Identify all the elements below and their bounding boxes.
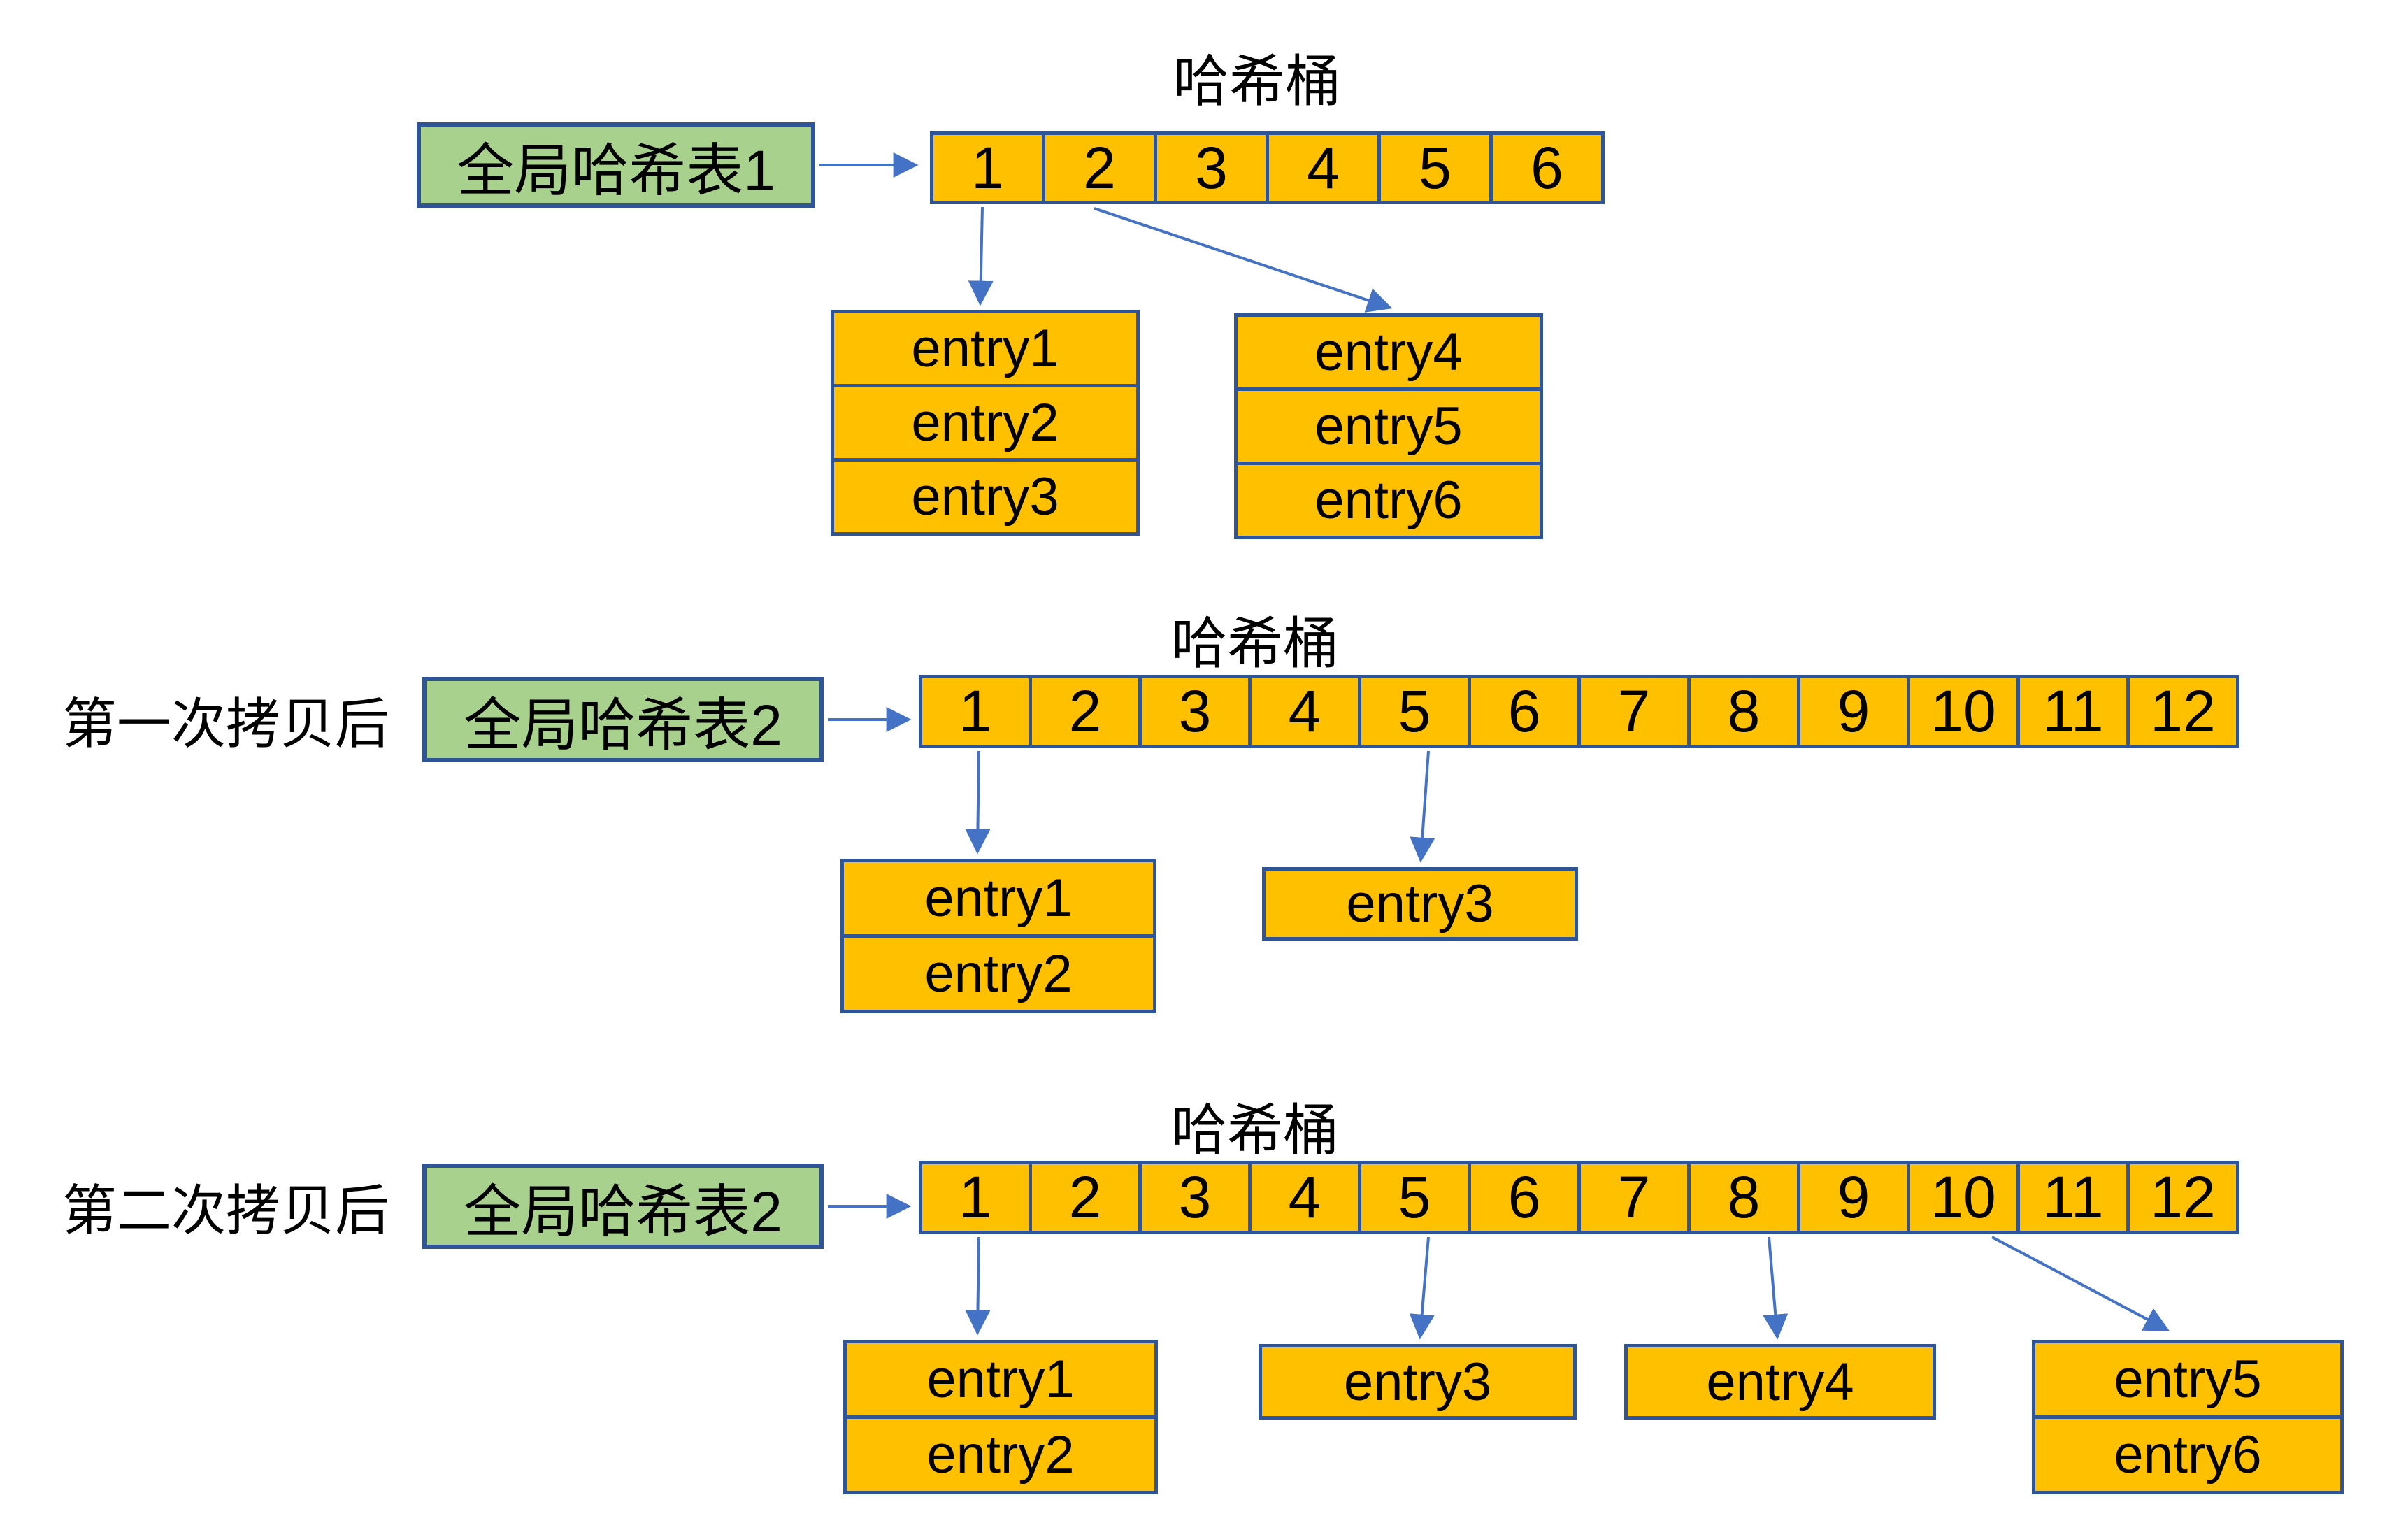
- global-table-box: 全局哈希表2: [422, 677, 824, 762]
- pointer-arrow: [965, 1236, 991, 1336]
- bucket-cell: 10: [1907, 675, 2020, 748]
- bucket-row-title: 哈希桶: [1173, 50, 1341, 113]
- entry-cell: entry6: [2032, 1415, 2344, 1494]
- entry-cell: entry4: [1234, 313, 1543, 391]
- bucket-cell: 9: [1797, 675, 1910, 748]
- bucket-cell: 8: [1687, 1161, 1800, 1234]
- bucket-cell: 6: [1468, 1161, 1581, 1234]
- entry-cell: entry4: [1624, 1344, 1936, 1420]
- copy-step-label: 第一次拷贝后: [62, 693, 390, 755]
- bucket-cell: 3: [1138, 675, 1252, 748]
- entry-cell: entry3: [831, 458, 1140, 536]
- bucket-cell: 2: [1042, 131, 1157, 204]
- bucket-cell: 4: [1248, 675, 1361, 748]
- bucket-row-title: 哈希桶: [1171, 613, 1339, 675]
- bucket-cell: 10: [1907, 1161, 2020, 1234]
- bucket-cell: 1: [919, 1161, 1032, 1234]
- entry-cell: entry1: [840, 859, 1156, 938]
- bucket-cell: 1: [919, 675, 1032, 748]
- entry-cell: entry1: [831, 310, 1140, 387]
- bucket-cell: 5: [1358, 675, 1471, 748]
- bucket-cell: 7: [1577, 1161, 1691, 1234]
- entry-group: entry3: [1259, 1344, 1577, 1420]
- entry-cell: entry3: [1259, 1344, 1577, 1420]
- entry-cell: entry2: [831, 384, 1140, 462]
- bucket-cell: 8: [1687, 675, 1800, 748]
- pointer-arrow: [1763, 1236, 1789, 1340]
- bucket-cell: 2: [1029, 675, 1142, 748]
- bucket-cell: 12: [2126, 1161, 2239, 1234]
- entry-group: entry4: [1624, 1344, 1936, 1420]
- global-table-box: 全局哈希表1: [417, 122, 815, 208]
- bucket-cell: 11: [2016, 675, 2130, 748]
- bucket-cell: 11: [2016, 1161, 2130, 1234]
- bucket-cell: 2: [1029, 1161, 1142, 1234]
- bucket-cell: 9: [1797, 1161, 1910, 1234]
- pointer-arrow: [1094, 207, 1393, 313]
- bucket-cell: 12: [2126, 675, 2239, 748]
- bucket-cell: 3: [1138, 1161, 1252, 1234]
- pointer-arrow: [1991, 1236, 2170, 1331]
- entry-cell: entry6: [1234, 462, 1543, 539]
- bucket-cell: 6: [1468, 675, 1581, 748]
- entry-group: entry3: [1262, 867, 1578, 941]
- bucket-cell: 7: [1577, 675, 1691, 748]
- entry-cell: entry5: [1234, 387, 1543, 465]
- copy-step-label: 第二次拷贝后: [62, 1180, 390, 1241]
- entry-cell: entry1: [843, 1340, 1158, 1419]
- pointer-arrow: [1410, 750, 1435, 863]
- bucket-cell: 6: [1489, 131, 1605, 204]
- entry-cell: entry3: [1262, 867, 1578, 941]
- bucket-cell: 5: [1377, 131, 1493, 204]
- entry-cell: entry5: [2032, 1340, 2344, 1419]
- global-table-box: 全局哈希表2: [422, 1164, 824, 1249]
- bucket-cell: 1: [930, 131, 1045, 204]
- entry-cell: entry2: [840, 934, 1156, 1013]
- entry-cell: entry2: [843, 1415, 1158, 1494]
- pointer-arrow: [965, 750, 991, 855]
- bucket-cell: 3: [1154, 131, 1269, 204]
- bucket-cell: 4: [1248, 1161, 1361, 1234]
- bucket-cell: 4: [1266, 131, 1381, 204]
- bucket-row-title: 哈希桶: [1171, 1099, 1339, 1161]
- bucket-cell: 5: [1358, 1161, 1471, 1234]
- pointer-arrow: [1409, 1236, 1435, 1340]
- pointer-arrow: [968, 206, 994, 306]
